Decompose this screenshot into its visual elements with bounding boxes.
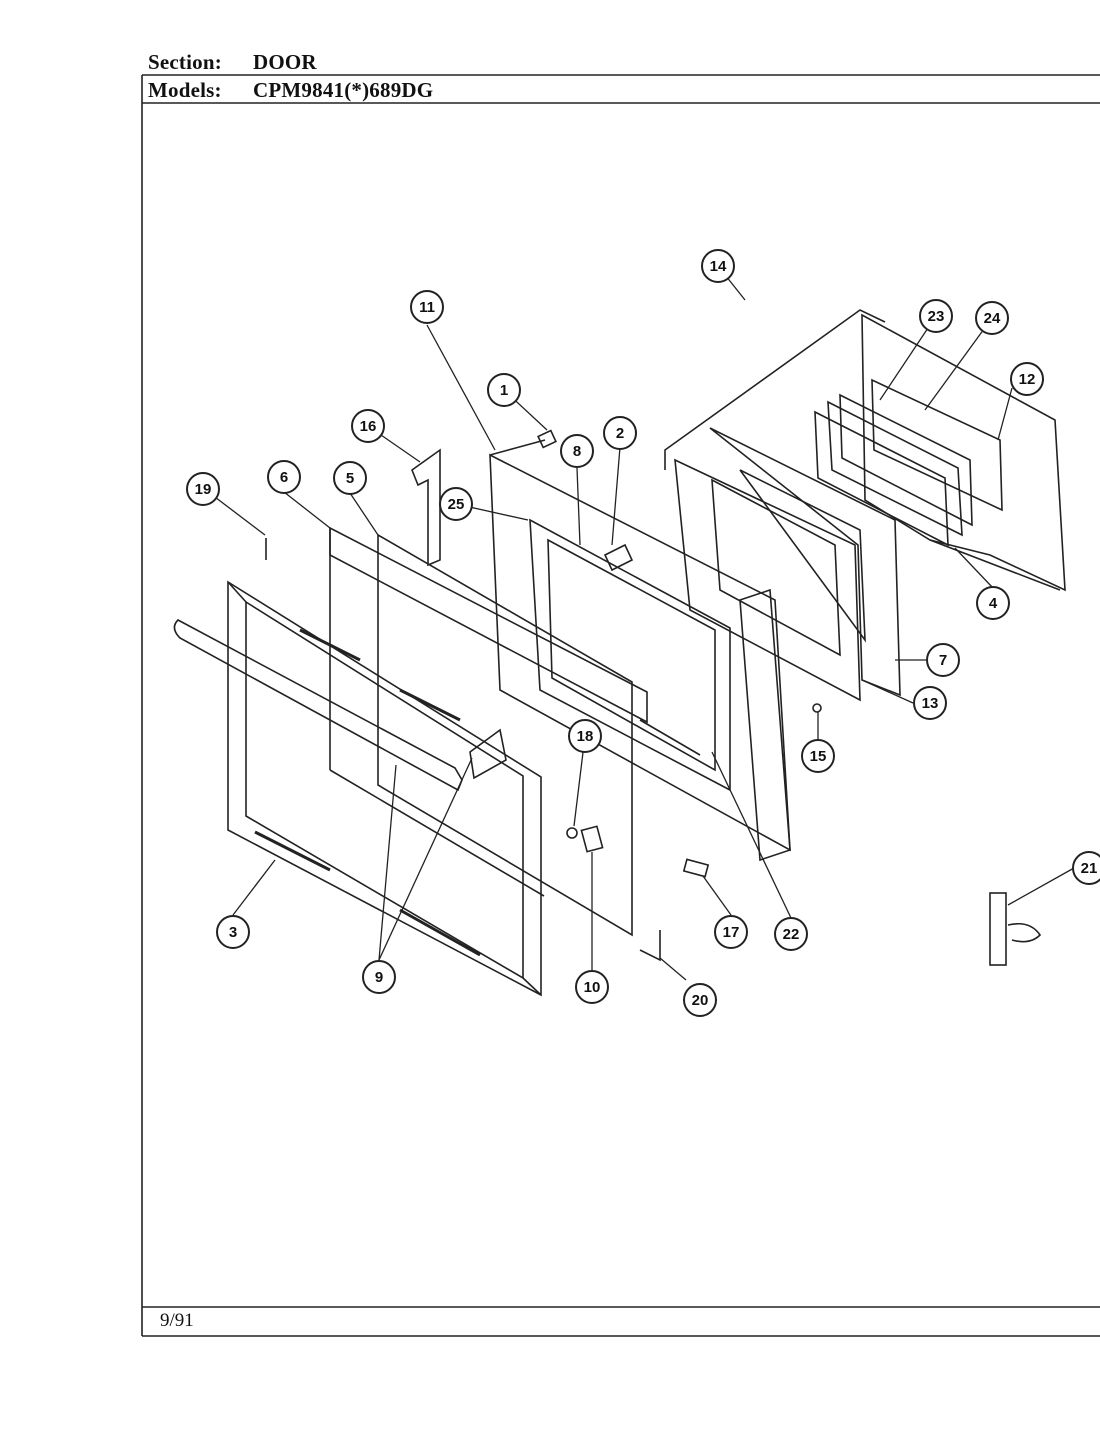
callout-4: 4 [976,586,1010,620]
part-10 [580,825,604,853]
part-18 [566,827,578,839]
callout-number: 11 [419,299,435,316]
callout-number: 13 [922,695,939,712]
inner-door-liner [489,439,791,862]
callout-8: 8 [560,434,594,468]
callout-number: 17 [723,924,740,941]
callout-15: 15 [801,739,835,773]
callout-circle [410,290,444,324]
callout-circle [267,460,301,494]
callout-2: 2 [603,416,637,450]
back-cover [861,313,1066,592]
door-clip [537,429,557,449]
callout-circle [701,249,735,283]
part-15 [812,703,822,713]
callout-16: 16 [351,409,385,443]
callout-number: 23 [928,308,945,325]
assembly-bracket-line [664,309,886,470]
part-20 [639,930,661,962]
callout-number: 9 [375,969,383,986]
leader-lines [202,265,1075,981]
glass-pack [814,378,1003,547]
footer-date: 9/91 [160,1310,194,1331]
callout-14: 14 [701,249,735,283]
callout-circle [913,686,947,720]
callout-21: 21 [1072,851,1100,885]
callout-circle [774,917,808,951]
callout-number: 7 [939,652,947,669]
callout-circle [975,301,1009,335]
callout-11: 11 [410,290,444,324]
callout-18: 18 [568,719,602,753]
callout-number: 5 [346,470,354,487]
callout-circle [333,461,367,495]
callout-12: 12 [1010,362,1044,396]
callout-circle [1010,362,1044,396]
callout-22: 22 [774,917,808,951]
callout-number: 3 [229,924,237,941]
callout-circle [976,586,1010,620]
part-17 [682,858,710,878]
callout-circle [439,487,473,521]
callout-number: 24 [984,310,1001,327]
callout-number: 22 [783,926,800,943]
callout-number: 15 [810,748,827,765]
callout-circle [603,416,637,450]
callout-circle [1072,851,1100,885]
callout-number: 2 [616,425,624,442]
door-panel [377,533,633,937]
callout-circle [351,409,385,443]
section-value: DOOR [253,50,317,74]
callout-7: 7 [926,643,960,677]
section-label: Section: [148,50,222,74]
callout-number: 6 [280,469,288,486]
callout-number: 10 [584,979,601,996]
callout-circle [801,739,835,773]
callout-number: 20 [692,992,709,1009]
callout-circle [575,970,609,1004]
callout-19: 19 [186,472,220,506]
callout-number: 16 [360,418,377,435]
callout-circle [487,373,521,407]
callout-23: 23 [919,299,953,333]
door-handle [173,619,507,792]
callout-circle [216,915,250,949]
callout-number: 12 [1019,371,1036,388]
callout-number: 14 [710,258,727,275]
callout-circle [186,472,220,506]
vent-channel [411,448,441,567]
callout-number: 18 [577,728,594,745]
callout-circle [683,983,717,1017]
callout-17: 17 [714,915,748,949]
part-21 [989,892,1042,966]
callout-number: 8 [573,443,581,460]
callout-number: 1 [500,382,508,399]
callout-6: 6 [267,460,301,494]
callout-20: 20 [683,983,717,1017]
callout-circle [362,960,396,994]
callout-25: 25 [439,487,473,521]
callout-13: 13 [913,686,947,720]
callout-3: 3 [216,915,250,949]
callout-1: 1 [487,373,521,407]
page-frame [141,74,1100,1337]
callout-24: 24 [975,301,1009,335]
callout-9: 9 [362,960,396,994]
callout-circle [714,915,748,949]
callout-number: 25 [448,496,465,513]
callout-10: 10 [575,970,609,1004]
models-label: Models: [148,78,222,102]
callout-number: 19 [195,481,212,498]
door-frame-assembly [674,427,901,702]
callout-circle [926,643,960,677]
callout-circle [919,299,953,333]
callout-circle [568,719,602,753]
callout-number: 4 [989,595,998,612]
callout-number: 21 [1081,860,1098,877]
models-value: CPM9841(*)689DG [253,78,434,102]
callout-circle [560,434,594,468]
callout-5: 5 [333,461,367,495]
